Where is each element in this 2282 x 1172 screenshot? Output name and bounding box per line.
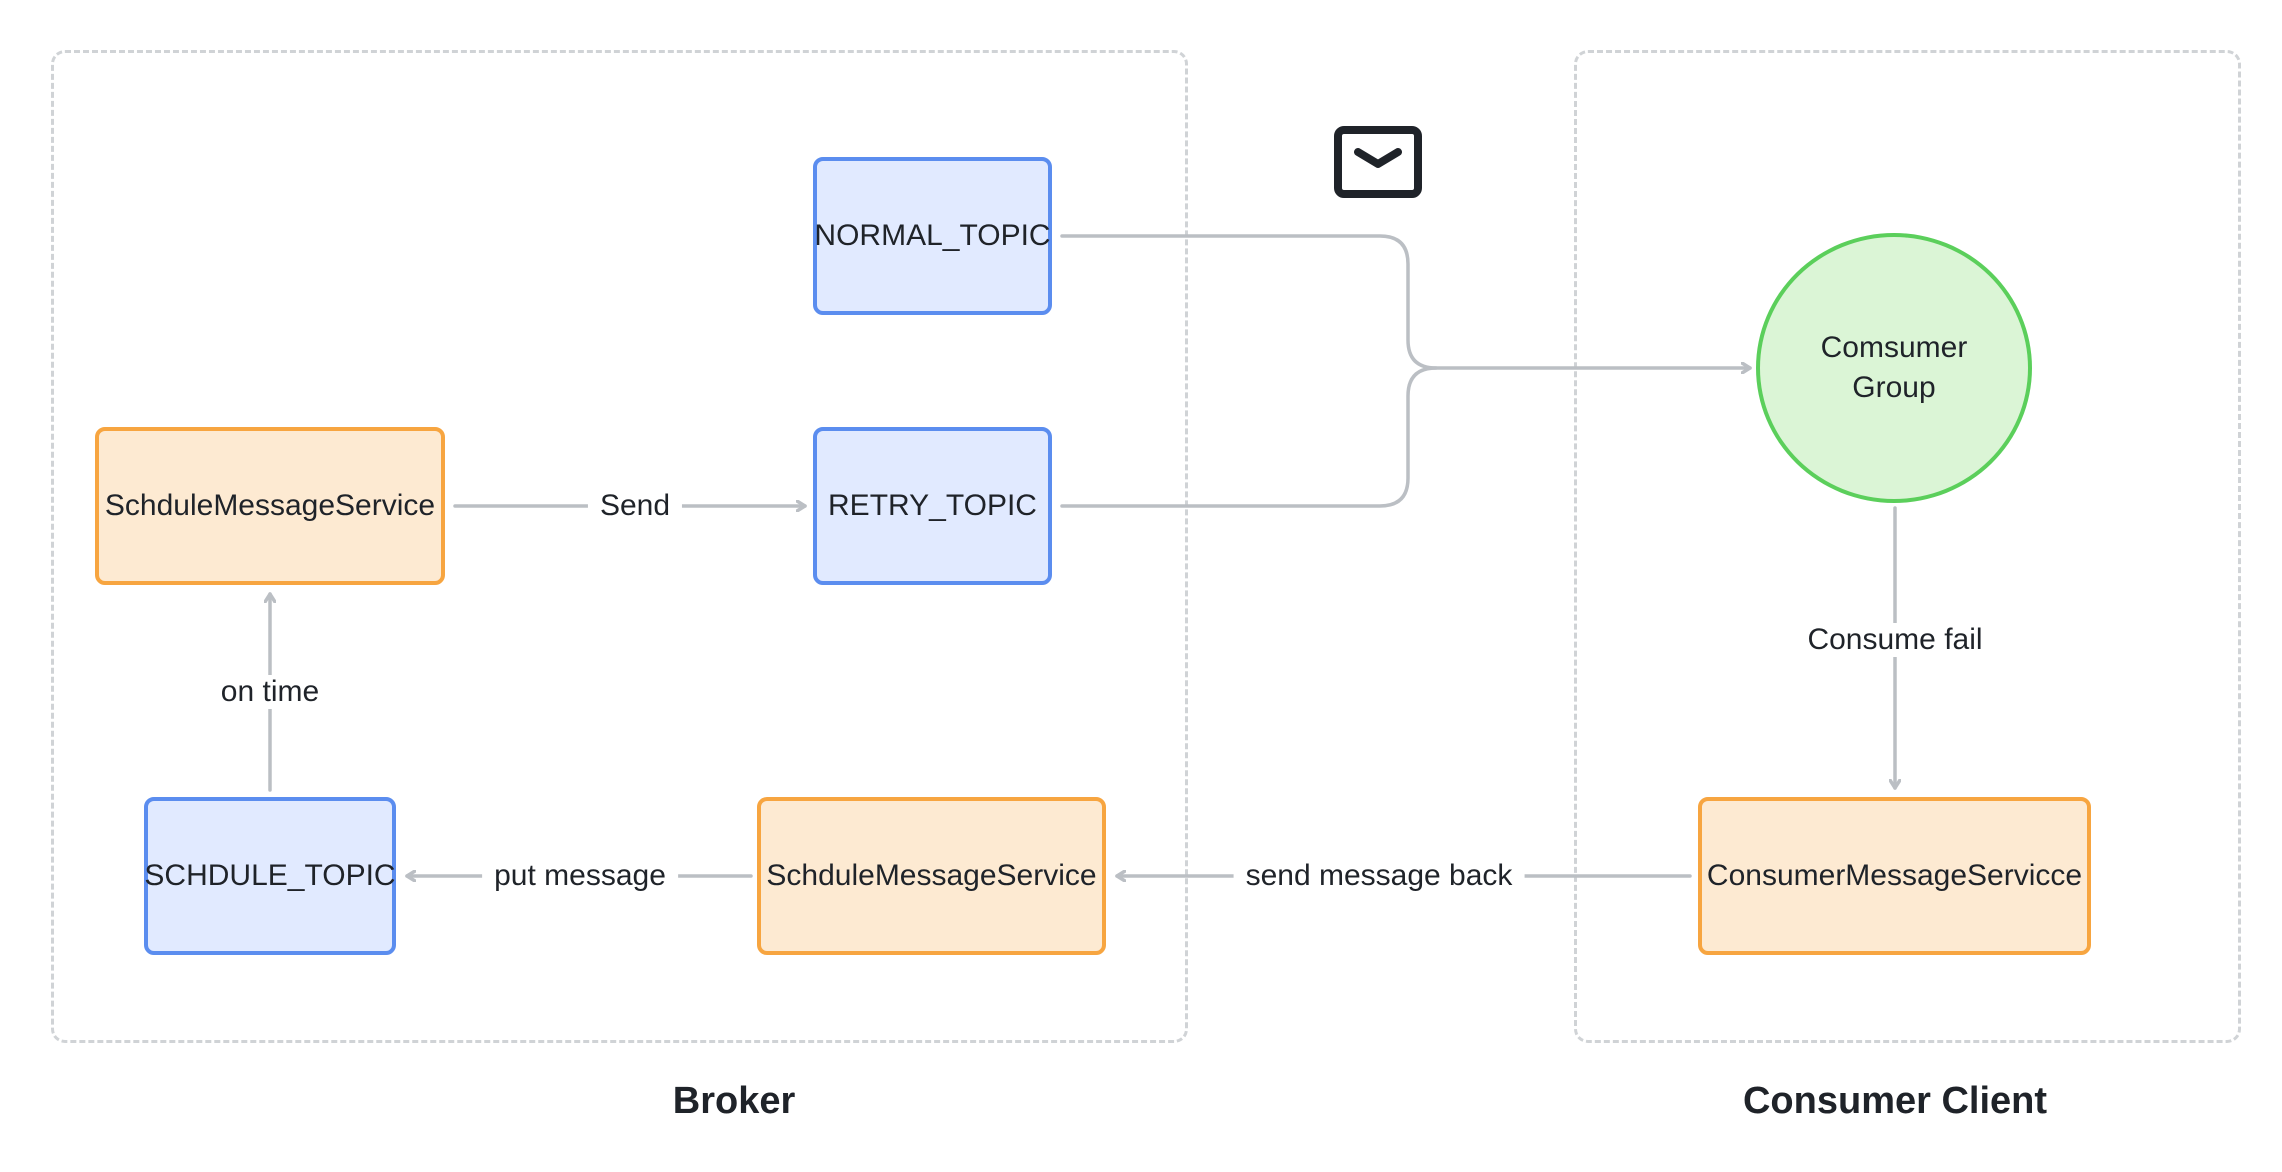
edge-label-send: Send (587, 489, 683, 523)
edge-normal-to-group (1060, 234, 1752, 368)
edge-label-on-time: on time (208, 675, 332, 709)
broker-region (51, 50, 1188, 1043)
consumer-group-node: Comsumer Group (1756, 233, 2032, 503)
edge-retry-to-group (1060, 366, 1438, 508)
consumer-client-title: Consumer Client (1742, 1080, 2048, 1122)
schedule-topic-node: SCHDULE_TOPIC (144, 797, 396, 955)
envelope-icon (1334, 126, 1422, 198)
edge-label-put-message: put message (482, 859, 678, 893)
schedule-service-bottom-node: SchduleMessageService (757, 797, 1106, 955)
schedule-service-top-node: SchduleMessageService (95, 427, 445, 585)
consumer-client-region (1574, 50, 2241, 1043)
broker-title: Broker (672, 1080, 796, 1122)
edge-label-send-message-back: send message back (1233, 859, 1525, 893)
edge-label-consume-fail: Consume fail (1795, 623, 1995, 657)
consumer-service-node: ConsumerMessageServicce (1698, 797, 2091, 955)
normal-topic-node: NORMAL_TOPIC (813, 157, 1052, 315)
retry-topic-node: RETRY_TOPIC (813, 427, 1052, 585)
